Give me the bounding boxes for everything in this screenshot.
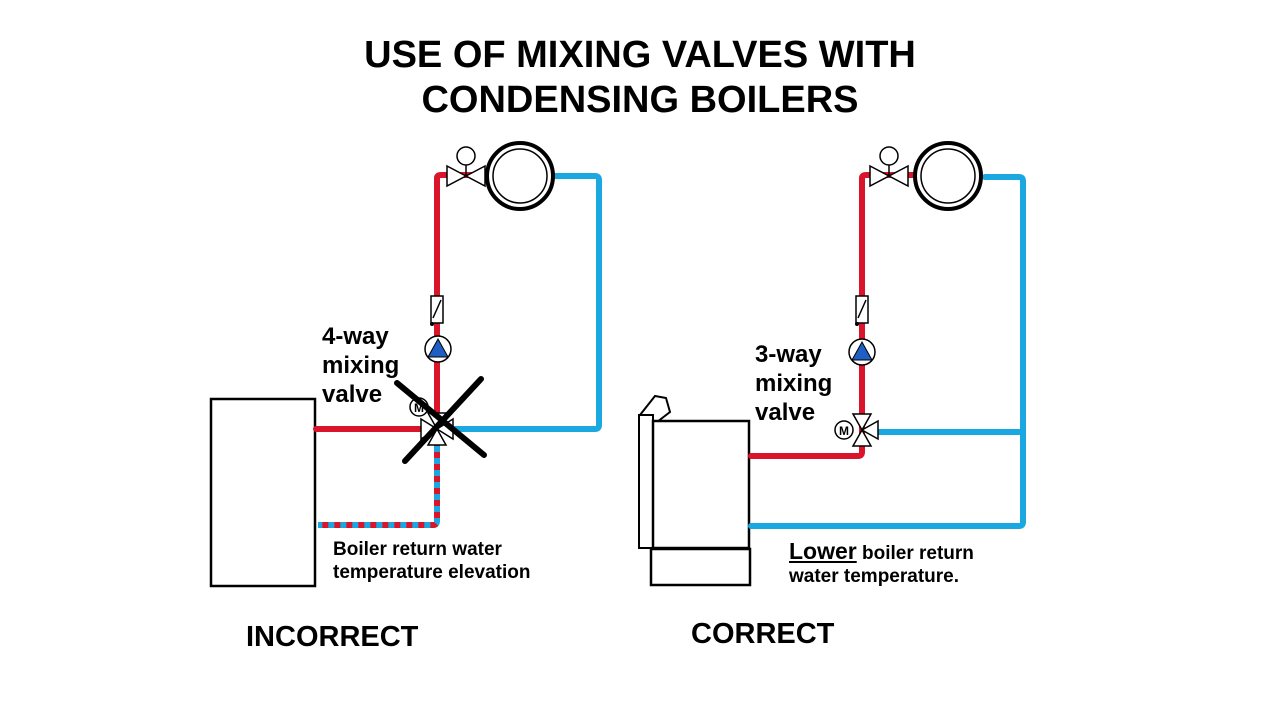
right-thermostatic-valve-icon [869, 146, 909, 188]
left-thermostatic-valve-icon [446, 146, 486, 188]
title-line-2: CONDENSING BOILERS [421, 79, 859, 121]
right-note: Lower boiler return water temperature. [789, 540, 974, 588]
left-supply-pipe [313, 172, 491, 432]
right-note-rest: boiler return [856, 543, 974, 564]
left-flow-check-icon [430, 295, 444, 326]
left-motor-letter: M [414, 401, 424, 415]
right-return-pipe [748, 174, 1026, 529]
incorrect-cross-icon [394, 376, 487, 464]
right-radiator-icon [913, 141, 983, 211]
left-note-line: temperature elevation [333, 562, 531, 583]
left-mixed-return-blue [318, 440, 440, 528]
left-return-pipe [452, 173, 602, 432]
left-note-line: Boiler return water [333, 539, 502, 560]
right-system: M [638, 141, 1026, 587]
right-pump-icon [848, 338, 876, 366]
incorrect-label: INCORRECT [246, 621, 419, 653]
left-pump-icon [424, 335, 452, 363]
right-note-emphasis: Lower [789, 538, 857, 564]
left-mixed-return-red [318, 440, 440, 528]
right-valve-label-line: mixing [755, 370, 833, 397]
left-valve-label-line: 4-way [322, 323, 389, 350]
correct-label: CORRECT [691, 618, 835, 650]
left-valve-label-line: valve [322, 381, 383, 408]
right-note-line-2: water temperature. [789, 566, 960, 587]
right-3way-mixing-valve-icon: M [834, 413, 879, 447]
left-system: M [209, 141, 602, 588]
left-boiler [209, 397, 317, 588]
left-valve-label-line: mixing [322, 352, 400, 379]
title-line-1: USE OF MIXING VALVES WITH [364, 34, 916, 76]
right-motor-letter: M [839, 424, 849, 438]
left-radiator-icon [485, 141, 555, 211]
left-note: Boiler return water temperature elevatio… [333, 538, 530, 584]
left-valve-label: 4-way mixing valve [322, 322, 399, 409]
right-valve-label-line: 3-way [755, 341, 822, 368]
right-valve-label-line: valve [755, 399, 816, 426]
right-condensing-boiler [638, 394, 752, 587]
right-valve-label: 3-way mixing valve [755, 340, 832, 427]
right-flow-check-icon [855, 295, 869, 326]
right-note-line-1: Lower boiler return [789, 540, 974, 565]
